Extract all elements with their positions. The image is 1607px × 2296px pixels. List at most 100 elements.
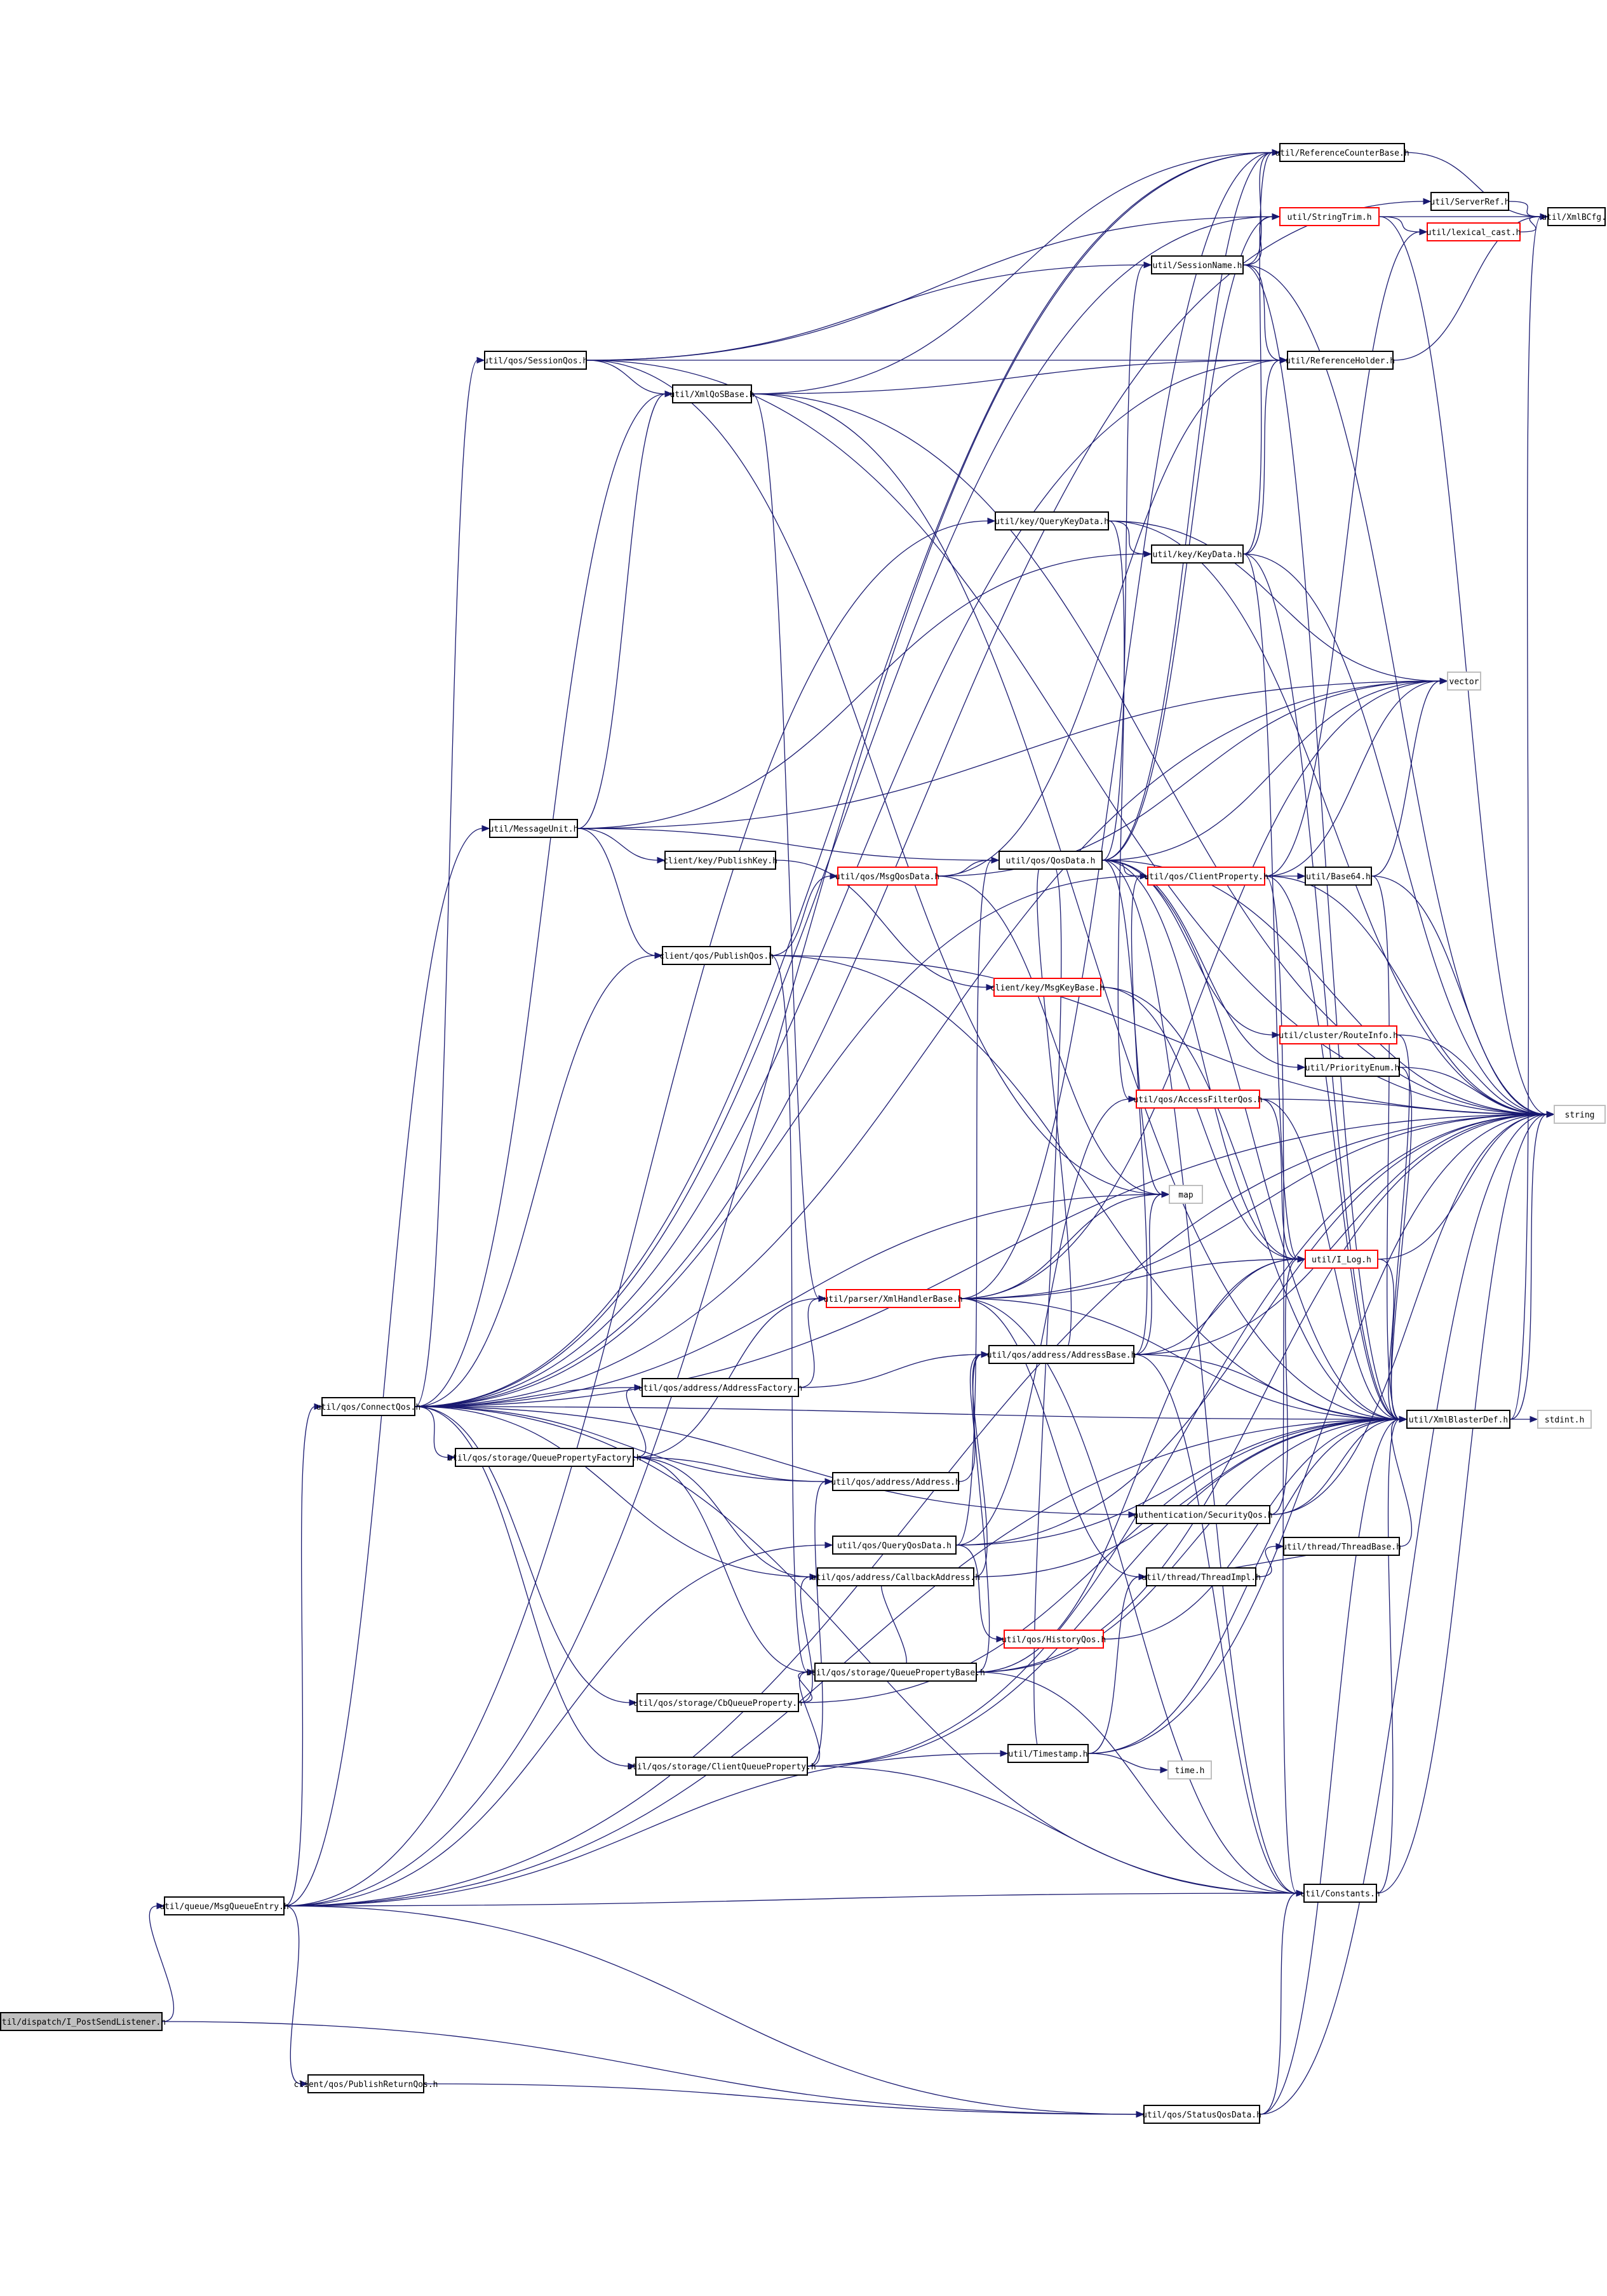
edge-pqos-to-mqd <box>770 872 838 956</box>
node-rholder[interactable]: util/ReferenceHolder.h <box>1286 351 1395 370</box>
edge-line <box>976 1114 1548 1673</box>
node-hq[interactable]: util/qos/HistoryQos.h <box>1002 1630 1106 1649</box>
node-cqp[interactable]: util/qos/storage/ClientQueueProperty.h <box>627 1757 816 1776</box>
node-box <box>1427 222 1521 241</box>
edge-line <box>415 152 1274 1407</box>
edge-b64-to-vector <box>1371 677 1448 877</box>
node-prq[interactable]: client/qos/PublishReturnQos.h <box>294 2074 438 2093</box>
node-sqos[interactable]: util/qos/SessionQos.h <box>483 351 588 370</box>
edge-line <box>1265 875 1548 1115</box>
node-rinfo[interactable]: util/cluster/RouteInfo.h <box>1279 1025 1398 1044</box>
node-b64[interactable]: util/Base64.h <box>1305 867 1372 886</box>
node-xbdef[interactable]: util/XmlBlasterDef.h <box>1406 1410 1510 1429</box>
node-qpf[interactable]: util/qos/storage/QueuePropertyFactory.h <box>447 1448 642 1467</box>
node-afq[interactable]: util/qos/AccessFilterQos.h <box>1133 1090 1263 1109</box>
node-root[interactable]: util/dispatch/I_PostSendListener.h <box>0 2012 166 2031</box>
edge-line <box>1510 1114 1548 1420</box>
edge-line <box>960 1298 1401 1420</box>
node-consts[interactable]: util/Constants.h <box>1300 1884 1380 1903</box>
edge-line <box>960 680 1441 1299</box>
edge-line <box>798 1576 813 1703</box>
node-vector[interactable]: vector <box>1447 672 1481 691</box>
node-label: util/XmlBCfg.h <box>1542 213 1607 222</box>
node-string[interactable]: string <box>1554 1105 1606 1124</box>
node-xhb[interactable]: util/parser/XmlHandlerBase.h <box>823 1289 963 1308</box>
node-cba[interactable]: util/qos/address/CallbackAddress.h <box>811 1567 980 1586</box>
edge-line <box>1371 875 1401 1420</box>
node-pqos[interactable]: client/qos/PublishQos.h <box>659 946 774 965</box>
node-stdint[interactable]: stdint.h <box>1537 1410 1592 1429</box>
edge-line <box>415 1406 449 1458</box>
edge-cbqp-to-cba <box>798 1573 818 1703</box>
node-label: client/qos/PublishReturnQos.h <box>294 2080 438 2090</box>
node-rcb[interactable]: util/ReferenceCounterBase.h <box>1275 143 1409 162</box>
node-box <box>1283 1537 1400 1556</box>
node-qkd[interactable]: util/key/QueryKeyData.h <box>995 511 1109 530</box>
edge-cqos-to-secq <box>415 1406 1137 1518</box>
node-cqos[interactable]: util/qos/ConnectQos.h <box>316 1397 420 1416</box>
node-qd[interactable]: util/qos/QosData.h <box>998 851 1103 870</box>
edge-line <box>798 1419 1401 1703</box>
edge-mqe-to-cqos <box>284 1403 323 1907</box>
node-label: util/qos/AccessFilterQos.h <box>1133 1095 1263 1105</box>
node-sref[interactable]: util/ServerRef.h <box>1430 192 1510 211</box>
node-kd[interactable]: util/key/KeyData.h <box>1151 544 1244 564</box>
node-label: util/qos/address/CallbackAddress.h <box>811 1573 980 1583</box>
arrowhead <box>1297 872 1306 880</box>
edge-line <box>751 393 1401 1420</box>
node-lexc[interactable]: util/lexical_cast.h <box>1427 222 1521 241</box>
node-xqb[interactable]: util/XmlQoSBase.h <box>669 384 755 403</box>
node-tbase[interactable]: util/thread/ThreadBase.h <box>1282 1537 1401 1556</box>
edge-line <box>1101 987 1401 1420</box>
node-timeh[interactable]: time.h <box>1167 1760 1212 1779</box>
edge-line <box>415 1406 631 1703</box>
edge-line <box>807 1766 1298 1894</box>
edge-line <box>776 860 988 988</box>
node-sname[interactable]: util/SessionName.h <box>1151 255 1244 274</box>
edge-line <box>1243 264 1281 361</box>
arrowhead <box>1530 1415 1538 1423</box>
edge-qqd-to-qd <box>956 856 1000 1546</box>
node-strie[interactable]: util/StringTrim.h <box>1279 207 1380 226</box>
arrowhead <box>981 1351 990 1358</box>
node-mqe[interactable]: util/queue/MsgQueueEntry.h <box>159 1896 289 1915</box>
edge-line <box>1134 1194 1163 1355</box>
node-xbcfg[interactable]: util/XmlBCfg.h <box>1542 207 1607 226</box>
edge-af-to-ab <box>798 1351 990 1388</box>
node-addr[interactable]: util/qos/address/Address.h <box>831 1472 960 1491</box>
edge-line <box>284 1114 1548 1907</box>
node-map[interactable]: map <box>1169 1185 1203 1204</box>
node-secq[interactable]: authentication/SecurityQos.h <box>1133 1505 1273 1524</box>
node-mkb[interactable]: client/key/MsgKeyBase.h <box>990 978 1105 997</box>
node-qpb[interactable]: util/qos/storage/QueuePropertyBase.h <box>806 1663 985 1682</box>
node-mu[interactable]: util/MessageUnit.h <box>489 819 579 838</box>
edge-line <box>415 393 666 1407</box>
edge-line <box>1134 1114 1548 1355</box>
edge-line <box>1510 216 1542 1420</box>
node-cprop[interactable]: util/qos/ClientProperty.h <box>1144 867 1268 886</box>
edge-qd-to-strie <box>1102 213 1281 861</box>
node-box <box>1447 672 1481 691</box>
node-af[interactable]: util/qos/address/AddressFactory.h <box>638 1378 802 1397</box>
edge-cprop-to-b64 <box>1265 872 1306 880</box>
node-sqd[interactable]: util/qos/StatusQosData.h <box>1142 2105 1261 2124</box>
node-qqd[interactable]: util/qos/QueryQosData.h <box>832 1536 957 1555</box>
node-box <box>995 511 1109 530</box>
node-mqd[interactable]: util/qos/MsgQosData.h <box>835 867 939 886</box>
arrowhead <box>654 952 663 959</box>
node-pk[interactable]: client/key/PublishKey.h <box>663 851 777 870</box>
edge-line <box>1390 1419 1413 1547</box>
arrowhead <box>1296 1889 1305 1897</box>
node-ilog[interactable]: util/I_Log.h <box>1305 1250 1378 1269</box>
edge-line <box>284 828 483 1907</box>
node-timpl[interactable]: util/thread/ThreadImpl.h <box>1141 1567 1261 1586</box>
edge-line <box>415 1406 629 1767</box>
node-box <box>1279 207 1380 226</box>
node-ab[interactable]: util/qos/address/AddressBase.h <box>987 1345 1136 1364</box>
node-label: util/key/KeyData.h <box>1153 550 1242 560</box>
edge-sname-to-string <box>1243 264 1555 1118</box>
node-penum[interactable]: util/PriorityEnum.h <box>1305 1058 1400 1077</box>
node-ts[interactable]: util/Timestamp.h <box>1007 1744 1089 1763</box>
edge-cqp-to-consts <box>807 1766 1305 1897</box>
node-cbqp[interactable]: util/qos/storage/CbQueueProperty.h <box>633 1693 802 1712</box>
